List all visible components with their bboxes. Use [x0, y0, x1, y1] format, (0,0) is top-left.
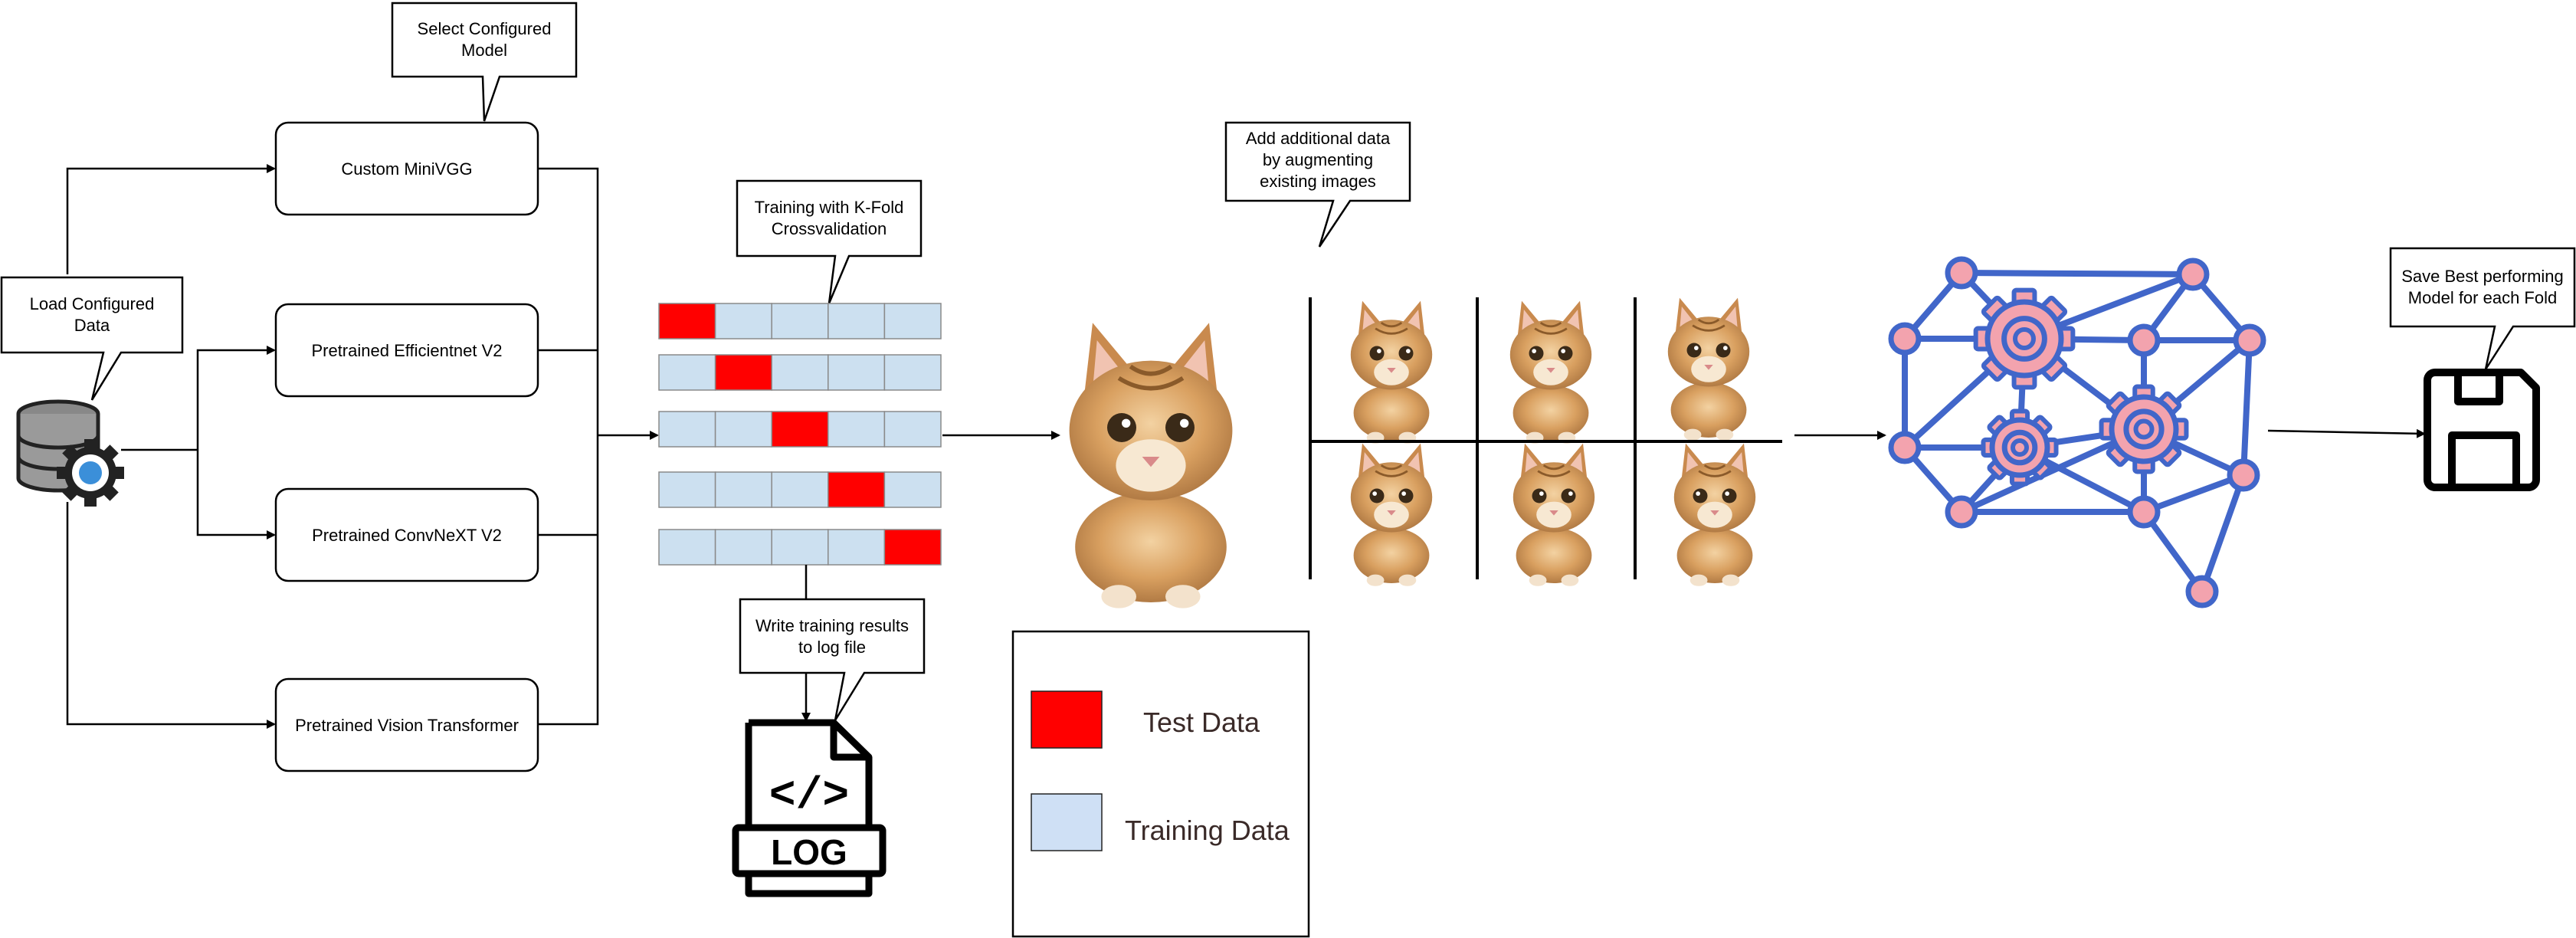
callout-write-log-line1: Write training results — [755, 616, 909, 635]
callout-select-model-line1: Select Configured — [418, 19, 552, 38]
kfold-train-cell — [883, 303, 942, 339]
model-label-vit: Pretrained Vision Transformer — [295, 716, 519, 735]
connector-lines-right — [1794, 428, 2426, 440]
code-brackets-icon: </> — [769, 772, 849, 822]
legend: Test Data Training Data — [1011, 630, 1310, 938]
network-edge — [2240, 337, 2253, 478]
callout-augment-line2: by augmenting — [1263, 150, 1373, 169]
kfold-row — [658, 471, 942, 508]
kfold-train-cell — [714, 411, 772, 448]
callout-load-data: Load Configured Data — [0, 276, 184, 401]
kfold-row — [658, 303, 942, 339]
kfold-train-cell — [828, 303, 886, 339]
kitten-image — [1509, 300, 1592, 444]
network-node — [1945, 256, 1978, 290]
network-node — [2233, 323, 2266, 357]
network-node — [2185, 575, 2219, 608]
model-label-convnext: Pretrained ConvNeXT V2 — [312, 526, 502, 545]
network-node — [2176, 257, 2210, 291]
augmentation-grid-lines — [1309, 297, 1782, 579]
callout-save-best-line2: Model for each Fold — [2408, 288, 2557, 307]
kfold-train-cell — [771, 303, 829, 339]
save-floppy-icon — [2424, 369, 2540, 491]
kfold-train-cell — [828, 529, 886, 566]
callout-save-best: Save Best performing Model for each Fold — [2389, 247, 2576, 370]
legend-training-swatch — [1031, 793, 1103, 851]
database-gear-icon — [16, 399, 124, 507]
kfold-train-cell — [714, 303, 772, 339]
kfold-train-cell — [771, 354, 829, 391]
kfold-train-cell — [658, 471, 716, 508]
connector-lines-left — [66, 164, 276, 729]
kfold-train-cell — [771, 529, 829, 566]
legend-training-label: Training Data — [1125, 815, 1290, 846]
kfold-test-cell — [714, 354, 772, 391]
log-file-icon: LOG </> — [732, 719, 887, 897]
kfold-train-cell — [771, 471, 829, 508]
kfold-test-cell — [658, 303, 716, 339]
model-label-minivgg: Custom MiniVGG — [341, 159, 472, 179]
kfold-row — [658, 529, 942, 566]
kitten-image — [1350, 443, 1433, 586]
connector-lines-merge — [538, 167, 659, 726]
network-node — [1888, 322, 1922, 356]
kitten-image — [1667, 297, 1750, 441]
network-gear-icon — [1973, 287, 2076, 390]
kitten-image — [1512, 443, 1595, 586]
kfold-train-cell — [658, 354, 716, 391]
kfold-train-cell — [714, 471, 772, 508]
kfold-train-cell — [883, 411, 942, 448]
kfold-train-cell — [714, 529, 772, 566]
kfold-row — [658, 354, 942, 391]
model-box-convnext[interactable]: Pretrained ConvNeXT V2 — [274, 487, 539, 582]
kfold-train-cell — [658, 411, 716, 448]
callout-write-log: Write training results to log file — [739, 598, 926, 721]
network-gear-icon — [1981, 408, 2059, 487]
callout-augment-line3: existing images — [1260, 172, 1376, 191]
callout-write-log-line2: to log file — [798, 638, 866, 657]
kitten-image — [1069, 323, 1233, 608]
network-node — [2227, 458, 2260, 492]
network-edge — [2199, 472, 2247, 595]
kitten-image — [1673, 443, 1756, 586]
callout-select-model-line2: Model — [461, 41, 507, 60]
kitten-image — [1350, 300, 1433, 444]
kfold-train-cell — [828, 411, 886, 448]
kfold-train-cell — [828, 354, 886, 391]
network-node — [2127, 495, 2161, 529]
network-node — [1888, 431, 1922, 464]
network-node — [2127, 323, 2161, 357]
kfold-train-cell — [883, 471, 942, 508]
kfold-train-cell — [883, 354, 942, 391]
callout-augment-line1: Add additional data — [1246, 129, 1391, 148]
model-box-minivgg[interactable]: Custom MiniVGG — [274, 121, 539, 216]
model-box-vit[interactable]: Pretrained Vision Transformer — [274, 677, 539, 772]
callout-load-data-line2: Data — [74, 316, 110, 335]
callout-kfold: Training with K-Fold Crossvalidation — [736, 179, 923, 304]
legend-test-label: Test Data — [1143, 707, 1260, 738]
kfold-test-cell — [883, 529, 942, 566]
kfold-grid — [658, 303, 942, 566]
augmented-cat-images — [1069, 297, 1756, 608]
kfold-test-cell — [771, 411, 829, 448]
callout-select-model: Select Configured Model — [391, 2, 578, 122]
callout-augment: Add additional data by augmenting existi… — [1224, 121, 1411, 248]
network-edge — [2141, 472, 2247, 515]
network-node — [1945, 495, 1978, 529]
model-label-efficientnet: Pretrained Efficientnet V2 — [311, 341, 502, 360]
callout-save-best-line1: Save Best performing — [2401, 267, 2564, 286]
network-edge — [1958, 270, 2196, 277]
model-box-efficientnet[interactable]: Pretrained Efficientnet V2 — [274, 303, 539, 398]
legend-test-swatch — [1031, 690, 1103, 749]
callout-kfold-line2: Crossvalidation — [772, 219, 887, 238]
network-gear-icon — [2099, 384, 2189, 474]
log-label: LOG — [771, 832, 847, 872]
neural-network-icon — [1888, 256, 2266, 608]
kfold-train-cell — [658, 529, 716, 566]
kfold-row — [658, 411, 942, 448]
kfold-test-cell — [828, 471, 886, 508]
callout-load-data-line1: Load Configured — [30, 294, 155, 313]
callout-kfold-line1: Training with K-Fold — [755, 198, 904, 217]
